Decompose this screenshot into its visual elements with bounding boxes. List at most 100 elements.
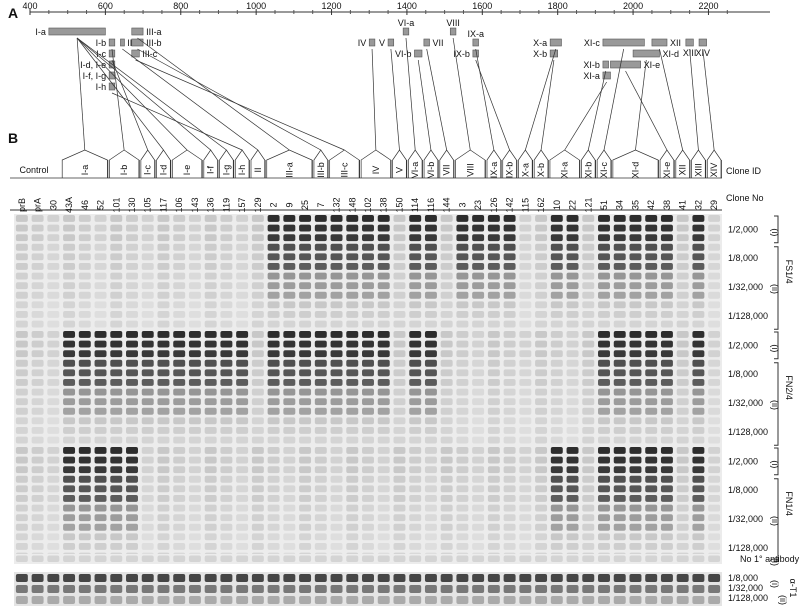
blot-spot — [78, 427, 91, 434]
blot-spot — [676, 253, 689, 261]
alpha-t1-spot — [660, 596, 673, 604]
blot-spot — [110, 495, 123, 502]
blot-spot — [440, 388, 453, 396]
blot-spot — [78, 398, 91, 406]
blot-spot — [660, 215, 673, 222]
no-primary-spot — [283, 555, 296, 562]
blot-spot — [31, 533, 44, 541]
blot-spot — [550, 253, 563, 261]
no-primary-spot — [566, 555, 579, 562]
no-primary-group: (i) — [770, 558, 780, 566]
blot-spot — [141, 504, 154, 512]
alpha-t1-spot — [456, 574, 469, 582]
blot-spot — [503, 485, 516, 493]
blot-spot — [110, 466, 123, 474]
clone-bar — [610, 60, 641, 69]
blot-spot — [598, 504, 610, 512]
blot-spot — [708, 224, 721, 232]
blot-spot — [550, 291, 563, 299]
clone-bracket — [392, 149, 407, 178]
blot-spot — [377, 311, 390, 318]
blot-spot — [346, 436, 359, 444]
blot-spot — [440, 340, 453, 348]
blot-spot — [15, 523, 28, 531]
blot-spot — [676, 495, 689, 502]
blot-spot — [220, 447, 233, 454]
blot-spot — [78, 215, 91, 222]
blot-spot — [582, 407, 595, 415]
blot-spot — [377, 447, 390, 454]
blot-spot — [456, 514, 469, 522]
blot-spot — [598, 436, 610, 444]
blot-spot — [299, 436, 312, 444]
blot-spot — [31, 350, 44, 358]
blot-spot — [236, 523, 249, 531]
blot-spot — [598, 234, 610, 242]
axis-tick-label: 600 — [98, 1, 113, 11]
blot-spot — [220, 475, 233, 483]
blot-spot — [535, 301, 548, 309]
blot-spot — [362, 495, 374, 502]
blot-spot — [550, 407, 563, 415]
blot-spot — [346, 291, 359, 299]
blot-spot — [440, 504, 453, 512]
clone-bar — [131, 27, 144, 36]
blot-spot — [188, 388, 201, 396]
alpha-t1-spot — [409, 574, 422, 582]
blot-spot — [78, 514, 91, 522]
blot-spot — [78, 495, 91, 502]
blot-spot — [393, 263, 406, 270]
blot-spot — [660, 514, 673, 522]
blot-spot — [550, 350, 563, 358]
blot-spot — [708, 253, 721, 261]
blot-spot — [31, 504, 44, 512]
blot-spot — [15, 504, 28, 512]
blot-spot — [440, 272, 453, 280]
blot-spot — [15, 466, 28, 474]
blot-spot — [314, 436, 327, 444]
blot-spot — [283, 291, 296, 299]
blot-spot — [519, 514, 532, 522]
blot-spot — [645, 253, 658, 261]
blot-spot — [377, 504, 390, 512]
blot-spot — [204, 234, 217, 242]
blot-spot — [173, 514, 186, 522]
blot-spot — [314, 427, 327, 434]
blot-spot — [550, 533, 563, 541]
alpha-t1-spot — [613, 585, 626, 593]
blot-spot — [299, 215, 312, 222]
blot-spot — [110, 340, 123, 348]
blot-spot — [377, 350, 390, 358]
blot-spot — [629, 533, 642, 541]
dilution-label: 1/128,000 — [728, 543, 768, 553]
blot-spot — [377, 523, 390, 531]
blot-spot — [519, 504, 532, 512]
blot-spot — [173, 234, 186, 242]
blot-spot — [330, 417, 343, 425]
blot-spot — [267, 311, 280, 318]
clone-no-label: 119 — [221, 198, 231, 212]
blot-spot — [157, 234, 170, 242]
blot-spot — [424, 282, 437, 290]
blot-spot — [613, 523, 626, 531]
blot-spot — [157, 311, 170, 318]
blot-spot — [63, 291, 76, 299]
alpha-t1-spot — [472, 574, 485, 582]
alpha-t1-spot — [251, 574, 264, 582]
clone-id-label: IX-b — [505, 162, 515, 179]
blot-spot — [519, 301, 532, 309]
blot-spot — [456, 243, 469, 251]
blot-spot — [409, 301, 422, 309]
blot-spot — [141, 282, 154, 290]
blot-spot — [15, 417, 28, 425]
no-primary-spot — [472, 555, 485, 562]
blot-spot — [362, 234, 374, 242]
blot-spot — [63, 369, 76, 377]
clone-id-label: X-b — [536, 163, 546, 177]
blot-spot — [126, 523, 138, 531]
blot-spot — [141, 523, 154, 531]
mapping-line — [426, 48, 448, 151]
blot-spot — [78, 253, 91, 261]
clone-label: V — [379, 38, 385, 48]
blot-spot — [78, 543, 91, 550]
